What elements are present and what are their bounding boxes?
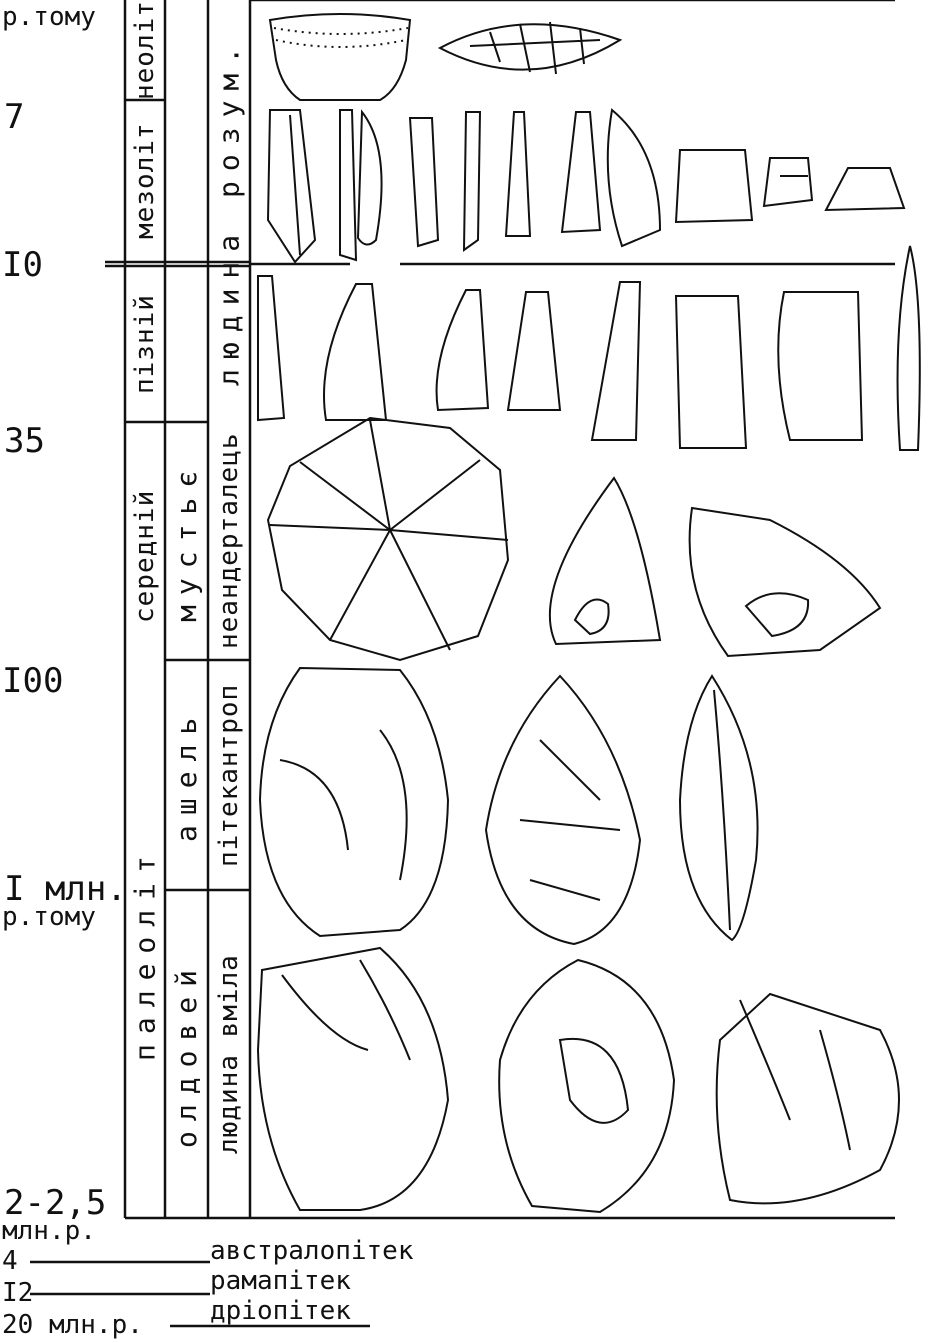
culture-mousterian: мустьє bbox=[165, 422, 208, 660]
ancestor-dryopithecus: дріопітек bbox=[210, 1298, 351, 1324]
mousterian-point bbox=[550, 478, 660, 644]
ancestor-australopithecus: австралопітек bbox=[210, 1238, 414, 1264]
neolithic-blade bbox=[440, 22, 620, 74]
oldowan-chopper-1 bbox=[258, 948, 448, 1210]
hominid-pithecanthropus: пітекантроп bbox=[208, 660, 250, 890]
period-mesolithic: мезоліт bbox=[125, 100, 165, 262]
oldowan-chopper-3 bbox=[717, 994, 899, 1203]
period-middle: середній bbox=[125, 422, 165, 690]
mousterian-disc-core bbox=[268, 418, 508, 660]
culture-acheulean: ашель bbox=[165, 660, 208, 890]
period-neolithic: неоліт bbox=[125, 0, 165, 100]
acheulean-biface-profile bbox=[680, 676, 758, 940]
period-palaeolithic: палеоліт bbox=[125, 690, 165, 1218]
mousterian-scraper bbox=[690, 508, 880, 656]
hominid-sapiens: людина розум. bbox=[208, 0, 250, 422]
oldowan-chopper-2 bbox=[499, 960, 674, 1212]
hominid-neanderthal: неандерталець bbox=[208, 422, 250, 660]
acheulean-handaxe-1 bbox=[260, 668, 448, 936]
period-late: пізній bbox=[125, 266, 165, 422]
hominid-habilis: людина вміла bbox=[208, 890, 250, 1218]
culture-oldowan: олдовей bbox=[165, 890, 208, 1218]
mesolithic-microliths bbox=[268, 110, 904, 262]
acheulean-handaxe-2 bbox=[486, 676, 640, 944]
neolithic-pot bbox=[270, 14, 410, 100]
ancestor-ramapithecus: рамапітек bbox=[210, 1268, 351, 1294]
late-palaeolithic-blades bbox=[258, 246, 920, 450]
